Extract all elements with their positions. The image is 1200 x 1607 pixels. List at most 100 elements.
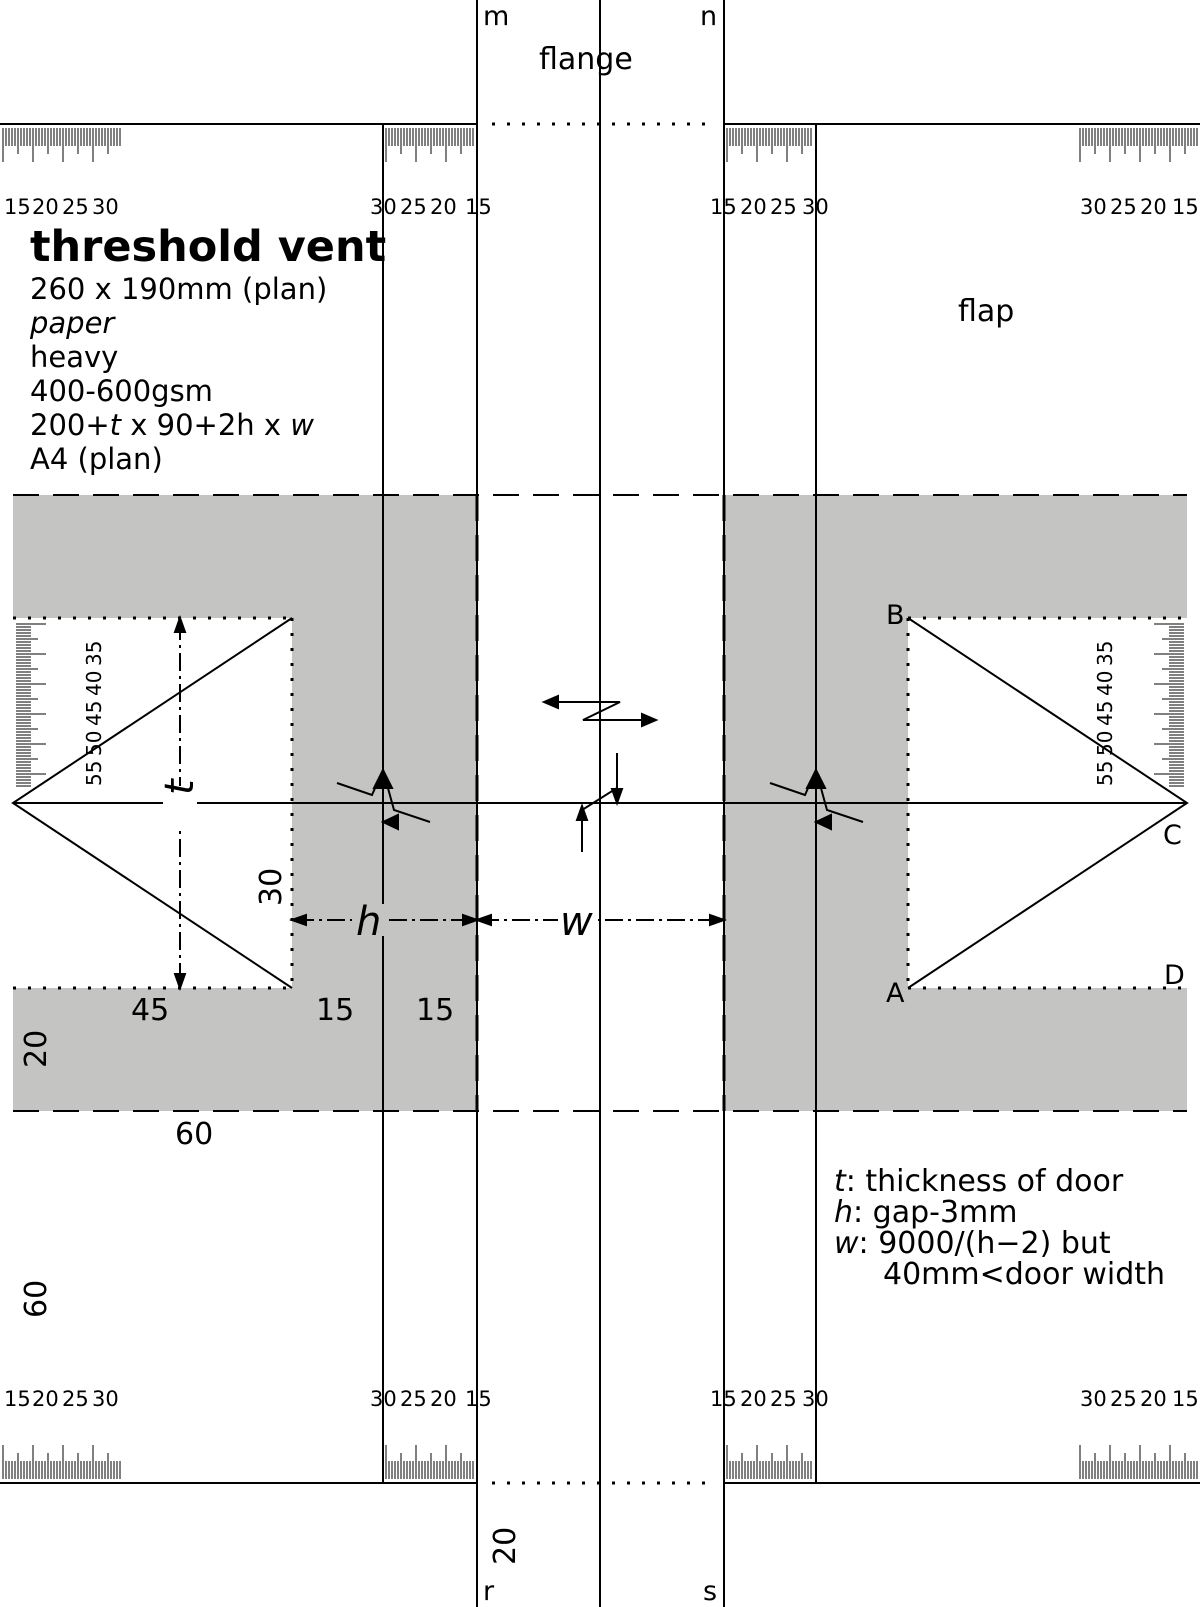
dim-60-bottom: 60 [175, 1117, 213, 1152]
label-B: B [886, 600, 905, 631]
ruler-bottom-outer-left [2, 1445, 121, 1479]
variable-labels: t h w [157, 778, 598, 945]
ruler-b-outer-right-20: 20 [1140, 1387, 1167, 1411]
dashed-fold-lines [13, 494, 1187, 1112]
ruler-b-inner-right-20: 20 [740, 1387, 767, 1411]
ruler-b-inner-left-15: 15 [465, 1387, 492, 1411]
left-triangle [11, 617, 293, 989]
formula-pre: 200+ [30, 408, 110, 442]
page-title: threshold vent [30, 222, 387, 272]
ruler-outer-right-15: 15 [1172, 195, 1199, 219]
dim-45: 45 [131, 993, 169, 1028]
fold-arrow-right [769, 767, 864, 831]
side-right-50: 50 [1093, 731, 1117, 756]
dashed-vertical-lines [475, 495, 726, 1111]
side-left-45: 45 [82, 701, 106, 726]
dotted-cut-lines [13, 122, 1187, 1485]
legend-w: w: 9000/(h−2) but [834, 1228, 1165, 1259]
dim-15-b: 15 [416, 993, 454, 1028]
ruler-b-inner-left-20: 20 [430, 1387, 457, 1411]
h-dimension-line [289, 913, 480, 927]
ruler-outer-right-25: 25 [1110, 195, 1137, 219]
legend-w-cont: 40mm<door width [883, 1257, 1166, 1292]
t-label-bg [163, 786, 197, 826]
label-m: m [483, 1, 509, 32]
h-label-bg [352, 904, 388, 936]
ruler-outer-right-30: 30 [1080, 195, 1107, 219]
ruler-outer-left-20: 20 [32, 195, 59, 219]
ruler-inner-left-30: 30 [370, 195, 397, 219]
legend: t: thickness of door h: gap-3mm w: 9000/… [834, 1166, 1165, 1290]
flange-label: flange [539, 42, 633, 77]
flap-label: flap [958, 294, 1015, 329]
corner-labels: m n r s B A C D [483, 1, 1185, 1607]
ruler-b-inner-right-25: 25 [770, 1387, 797, 1411]
formula-mid: x 90+2h x [121, 408, 291, 442]
side-right-45: 45 [1093, 701, 1117, 726]
side-left-35: 35 [82, 641, 106, 666]
legend-w-text: : 9000/(h−2) but [858, 1226, 1111, 1261]
ruler-inner-left-20: 20 [430, 195, 457, 219]
label-s: s [703, 1576, 717, 1607]
dim-15-a: 15 [316, 993, 354, 1028]
h-label: h [356, 899, 381, 945]
side-left-55: 55 [82, 761, 106, 786]
ruler-b-inner-left-30: 30 [370, 1387, 397, 1411]
legend-t-symbol: t [834, 1164, 846, 1199]
ruler-b-outer-right-30: 30 [1080, 1387, 1107, 1411]
ruler-inner-left-15: 15 [465, 195, 492, 219]
ruler-b-outer-left-20: 20 [32, 1387, 59, 1411]
ruler-labels: 15 20 25 30 30 25 20 15 15 20 25 30 30 2… [4, 195, 1199, 1411]
ruler-top-outer-right [1079, 128, 1198, 162]
ruler-outer-left-25: 25 [62, 195, 89, 219]
legend-t-text: : thickness of door [845, 1164, 1124, 1199]
ruler-inner-left-25: 25 [400, 195, 427, 219]
side-right-35: 35 [1093, 641, 1117, 666]
dim-20-left: 20 [19, 1030, 54, 1068]
spec-weight: heavy [30, 340, 119, 374]
t-label: t [157, 778, 203, 795]
side-ruler-right-labels: 55 50 45 40 35 [1093, 641, 1117, 786]
ruler-top-inner-right [726, 128, 812, 162]
fold-arrow-left [336, 767, 431, 831]
side-right-55: 55 [1093, 761, 1117, 786]
ruler-inner-right-25: 25 [770, 195, 797, 219]
ruler-top-outer-left [2, 128, 121, 162]
spec-sheet: A4 (plan) [30, 442, 163, 476]
side-ruler-left-labels: 55 50 45 40 35 [82, 641, 106, 786]
label-C: C [1163, 820, 1182, 851]
spec-formula: 200+t x 90+2h x w [30, 408, 386, 442]
title-block: threshold vent 260 x 190mm (plan) paper … [30, 222, 386, 476]
dim-30: 30 [254, 868, 289, 906]
right-triangle [907, 617, 1189, 989]
ruler-outer-left-15: 15 [4, 195, 31, 219]
ruler-b-outer-left-30: 30 [92, 1387, 119, 1411]
spec-gsm: 400-600gsm [30, 374, 213, 408]
side-left-50: 50 [82, 731, 106, 756]
legend-h-symbol: h [834, 1195, 854, 1230]
rotate-arrow-centre [575, 753, 624, 852]
ruler-outer-left-30: 30 [92, 195, 119, 219]
ruler-side-right [1154, 623, 1184, 787]
ruler-bottom-outer-right [1079, 1445, 1198, 1479]
ruler-b-outer-left-15: 15 [4, 1387, 31, 1411]
ruler-inner-right-15: 15 [710, 195, 737, 219]
ruler-inner-right-20: 20 [740, 195, 767, 219]
shaded-fold-zone-right [724, 495, 1187, 1111]
spec-size: 260 x 190mm (plan) [30, 272, 328, 306]
w-label: w [560, 899, 593, 945]
label-n: n [700, 1, 717, 32]
ruler-b-outer-right-25: 25 [1110, 1387, 1137, 1411]
dim-20-bottom: 20 [488, 1527, 523, 1565]
ruler-bottom-inner-left [385, 1445, 474, 1479]
ruler-b-inner-left-25: 25 [400, 1387, 427, 1411]
ruler-b-inner-right-15: 15 [710, 1387, 737, 1411]
ruler-bottom-inner-right [726, 1445, 812, 1479]
ruler-b-inner-right-30: 30 [802, 1387, 829, 1411]
ruler-outer-right-20: 20 [1140, 195, 1167, 219]
side-left-40: 40 [82, 671, 106, 696]
label-r: r [483, 1576, 495, 1607]
ruler-b-outer-left-25: 25 [62, 1387, 89, 1411]
w-dimension-line [474, 913, 727, 927]
